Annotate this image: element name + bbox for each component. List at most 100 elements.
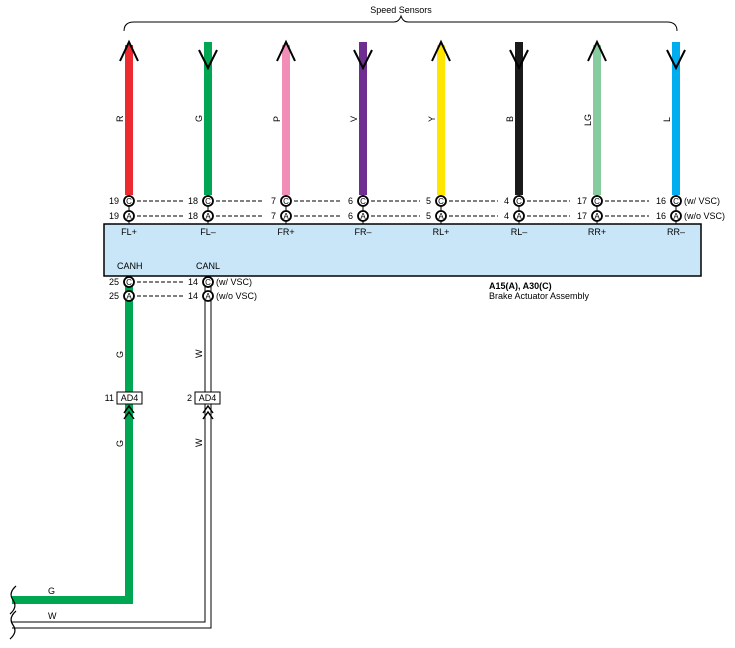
bus-label-upper: G [48, 586, 55, 596]
sensor-wire-fr-plus: P 7 C 7 A [271, 39, 296, 224]
wire-color-code: G [194, 115, 204, 122]
pin-number-c: 4 [504, 196, 509, 206]
terminal-label-fl-minus: FL– [200, 227, 216, 237]
connector-a-letter: A [205, 212, 211, 221]
pin-number-a: 7 [271, 211, 276, 221]
connector-c-icon [591, 195, 603, 207]
connector-c-icon [123, 276, 135, 288]
wire-color-code: V [349, 116, 359, 122]
sensor-wire-fl-plus: R 19 C 19 A [109, 39, 139, 224]
arrow-up-icon [276, 39, 296, 62]
variant-label-wo-vsc: (w/o VSC) [684, 211, 725, 221]
wire-color-code: W [194, 349, 204, 358]
speed-sensors-title: Speed Sensors [370, 5, 432, 15]
terminal-label-canl: CANL [196, 261, 220, 271]
pin-number-a: 19 [109, 211, 119, 221]
junction-pin-number: 11 [105, 393, 114, 403]
pin-number-a: 14 [188, 291, 198, 301]
arrow-down-icon [353, 49, 373, 71]
terminal-label-rl-minus: RL– [511, 227, 528, 237]
pin-number-a: 6 [348, 211, 353, 221]
junction-label: AD4 [121, 393, 139, 403]
wire-color-code: R [115, 115, 125, 122]
connector-a-letter: A [126, 212, 132, 221]
connector-a-letter: A [205, 292, 211, 301]
speed-sensors-brace [123, 14, 678, 32]
junction-pin-number: 2 [187, 393, 192, 403]
connector-c-icon [670, 195, 682, 207]
pin-number-c: 25 [109, 277, 119, 287]
connector-a-letter: A [283, 212, 289, 221]
wire-color-code: P [272, 116, 282, 122]
wire-break-icon [9, 585, 17, 615]
chevron-up-icon [123, 404, 135, 420]
connector-a-icon [435, 210, 447, 222]
canh-wire: 25 C 25 A G G AD4 11 [12, 276, 143, 604]
connector-a-icon [513, 210, 525, 222]
terminal-label-fr-minus: FR– [354, 227, 371, 237]
arrow-up-icon [119, 39, 139, 62]
wire [359, 42, 367, 195]
sensor-wire-rr-plus: LG 17 C 17 A [577, 39, 607, 224]
wire [437, 45, 445, 195]
junction-box-ad4 [116, 391, 143, 405]
arrow-up-icon [431, 39, 451, 62]
connector-c-letter: C [126, 278, 132, 287]
connector-c-letter: C [283, 197, 289, 206]
pin-number-c: 14 [188, 277, 198, 287]
wire [515, 42, 523, 195]
connector-c-letter: C [205, 278, 211, 287]
wire [12, 286, 133, 604]
sensor-wire-rr-minus: L 16 C 16 A [656, 42, 686, 224]
arrow-down-icon [666, 49, 686, 71]
pin-number-c: 19 [109, 196, 119, 206]
arrow-down-icon [198, 49, 218, 71]
connector-a-letter: A [360, 212, 366, 221]
terminal-label-fl-plus: FL+ [121, 227, 137, 237]
connector-a-letter: A [516, 212, 522, 221]
pin-number-a: 5 [426, 211, 431, 221]
connector-c-icon [513, 195, 525, 207]
connector-a-icon [670, 210, 682, 222]
assembly-code: A15(A), A30(C) [489, 281, 552, 291]
connector-a-icon [202, 290, 214, 302]
connector-a-icon [123, 210, 135, 222]
arrow-down-icon [509, 49, 529, 71]
connector-c-icon [202, 276, 214, 288]
terminal-label-rr-plus: RR+ [588, 227, 606, 237]
pin-number-c: 18 [188, 196, 198, 206]
pin-number-c: 7 [271, 196, 276, 206]
connector-c-letter: C [594, 197, 600, 206]
wire-color-code: W [194, 438, 204, 447]
pin-number-a: 4 [504, 211, 509, 221]
connector-a-icon [202, 210, 214, 222]
terminal-label-rr-minus: RR– [667, 227, 685, 237]
connector-c-letter: C [360, 197, 366, 206]
wire-outline [12, 286, 212, 629]
connector-a-letter: A [438, 212, 444, 221]
wire [672, 42, 680, 195]
wire-color-code: G [115, 440, 125, 447]
can-variant-label-w-vsc: (w/ VSC) [216, 277, 252, 287]
wire [12, 286, 211, 628]
pin-number-c: 5 [426, 196, 431, 206]
junction-label: AD4 [199, 393, 217, 403]
can-variant-label-wo-vsc: (w/o VSC) [216, 291, 257, 301]
wire-color-code: L [662, 117, 672, 122]
arrow-up-icon [587, 39, 607, 62]
connector-c-letter: C [516, 197, 522, 206]
connector-a-icon [280, 210, 292, 222]
wire-color-code: LG [583, 114, 593, 126]
chevron-up-icon [202, 404, 214, 420]
wire [125, 45, 133, 195]
can-dash-lines [137, 281, 183, 297]
connector-dash-lines [137, 200, 649, 217]
terminal-label-rl-plus: RL+ [433, 227, 450, 237]
sensor-wire-fl-minus: G 18 C 18 A [188, 42, 218, 224]
pin-number-a: 25 [109, 291, 119, 301]
connector-c-letter: C [438, 197, 444, 206]
wire-color-code: G [115, 351, 125, 358]
pin-number-c: 16 [656, 196, 666, 206]
pin-number-a: 17 [577, 211, 587, 221]
